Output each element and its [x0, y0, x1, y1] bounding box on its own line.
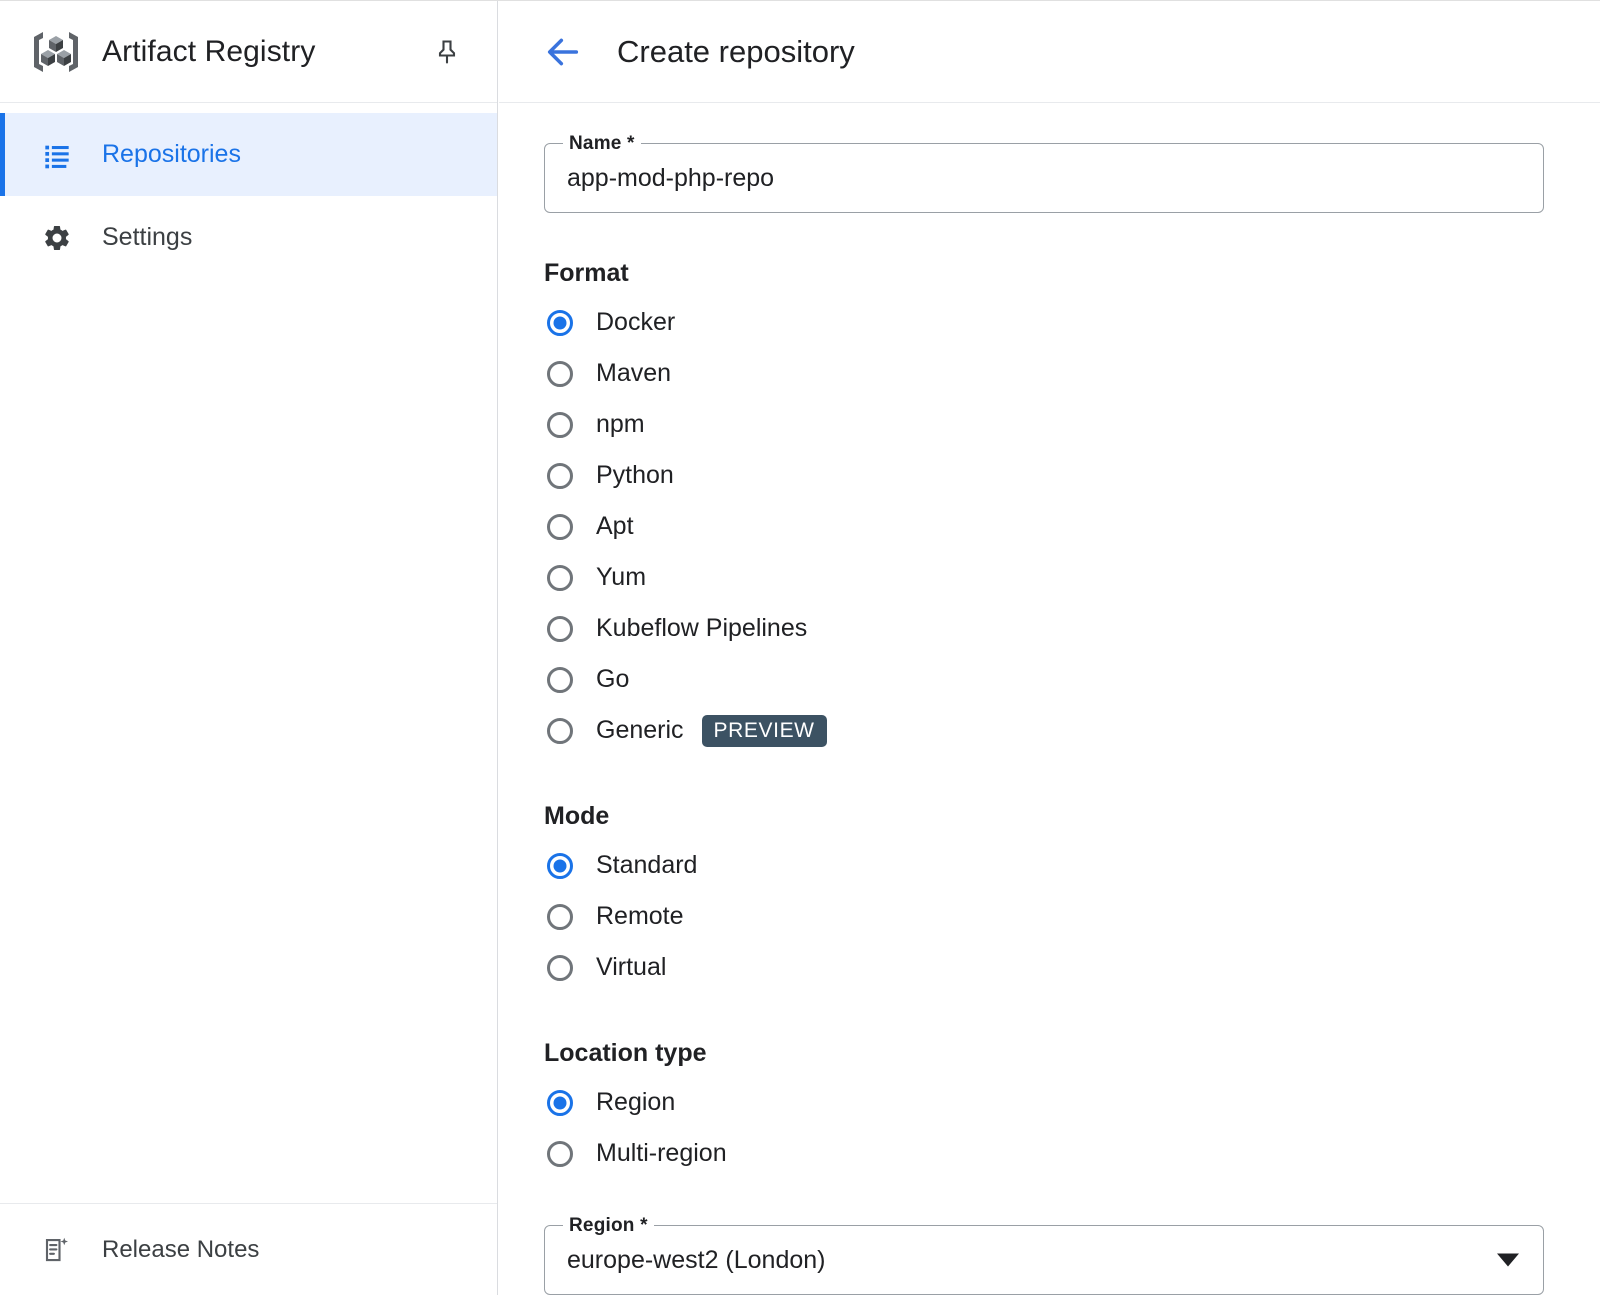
format-section-title: Format: [544, 259, 629, 287]
main-header: Create repository: [499, 1, 1600, 103]
radio-format-kubeflow-pipelines[interactable]: Kubeflow Pipelines: [544, 603, 1544, 654]
mode-section: Mode Standard Remote Virtual: [544, 802, 1544, 993]
radio-format-yum[interactable]: Yum: [544, 552, 1544, 603]
radio-label: Kubeflow Pipelines: [596, 614, 808, 642]
radio-format-docker[interactable]: Docker: [544, 297, 1544, 348]
radio-format-generic[interactable]: Generic PREVIEW: [544, 705, 1544, 756]
radio-location-multi-region[interactable]: Multi-region: [544, 1128, 1544, 1179]
radio-label: Maven: [596, 359, 672, 387]
radio-mark-icon: [547, 462, 573, 489]
radio-mode-standard[interactable]: Standard: [544, 840, 1544, 891]
radio-label: Virtual: [596, 953, 667, 981]
product-title: Artifact Registry: [102, 34, 316, 68]
region-select[interactable]: Region * europe-west2 (London): [544, 1215, 1544, 1295]
page-title: Create repository: [617, 33, 855, 69]
radio-mode-virtual[interactable]: Virtual: [544, 942, 1544, 993]
radio-mark-icon: [547, 1140, 573, 1167]
preview-badge: PREVIEW: [701, 714, 827, 747]
release-notes-button[interactable]: Release Notes: [0, 1203, 497, 1295]
radio-format-python[interactable]: Python: [544, 450, 1544, 501]
radio-mark-icon: [547, 615, 573, 642]
radio-label: Yum: [596, 563, 647, 591]
sidebar-item-label: Repositories: [102, 140, 241, 168]
name-input[interactable]: [567, 163, 1521, 193]
radio-mark-icon: [547, 717, 573, 744]
gear-icon: [40, 221, 74, 255]
release-notes-label: Release Notes: [102, 1236, 260, 1263]
radio-label: Go: [596, 665, 630, 693]
radio-label: Region: [596, 1088, 676, 1116]
radio-format-go[interactable]: Go: [544, 654, 1544, 705]
radio-mark-icon: [547, 513, 573, 540]
region-selected-value: europe-west2 (London): [567, 1245, 826, 1274]
radio-label: npm: [596, 410, 645, 438]
radio-mark-icon: [547, 903, 573, 930]
sidebar: Artifact Registry: [0, 1, 498, 1295]
radio-mark-icon: [547, 411, 573, 438]
radio-location-region[interactable]: Region: [544, 1077, 1544, 1128]
release-notes-icon: [40, 1233, 74, 1267]
radio-label: Remote: [596, 902, 684, 930]
sidebar-item-repositories[interactable]: Repositories: [0, 113, 497, 196]
arrow-back-icon[interactable]: [539, 28, 587, 76]
list-icon: [40, 138, 74, 172]
chevron-down-icon[interactable]: [1497, 1253, 1519, 1267]
radio-label: Docker: [596, 308, 676, 336]
region-field-wrapper: Region * europe-west2 (London): [544, 1215, 1544, 1295]
radio-mark-icon: [547, 309, 573, 336]
radio-label: Multi-region: [596, 1139, 727, 1167]
radio-mark-icon: [547, 564, 573, 591]
location-type-section-title: Location type: [544, 1039, 707, 1067]
sidebar-nav: Repositories Settings: [0, 103, 497, 279]
radio-label: Generic: [596, 716, 684, 744]
name-field-label: Name *: [563, 133, 641, 155]
radio-mark-icon: [547, 1089, 573, 1116]
mode-section-title: Mode: [544, 802, 610, 830]
radio-format-npm[interactable]: npm: [544, 399, 1544, 450]
radio-format-maven[interactable]: Maven: [544, 348, 1544, 399]
radio-mark-icon: [547, 666, 573, 693]
main-content: Create repository Name * Format Docker M…: [499, 1, 1600, 1295]
radio-label: Standard: [596, 851, 698, 879]
sidebar-item-settings[interactable]: Settings: [0, 196, 497, 279]
radio-mark-icon: [547, 954, 573, 981]
format-section: Format Docker Maven npm Python: [544, 259, 1544, 756]
pin-icon[interactable]: [425, 30, 469, 74]
region-field-label: Region *: [563, 1215, 654, 1237]
sidebar-header: Artifact Registry: [0, 1, 497, 103]
radio-mark-icon: [547, 360, 573, 387]
radio-label: Apt: [596, 512, 634, 540]
radio-format-apt[interactable]: Apt: [544, 501, 1544, 552]
radio-mark-icon: [547, 852, 573, 879]
radio-label: Python: [596, 461, 674, 489]
location-type-section: Location type Region Multi-region: [544, 1039, 1544, 1179]
sidebar-item-label: Settings: [102, 223, 193, 251]
create-repository-form: Name * Format Docker Maven npm: [499, 103, 1600, 1295]
artifact-registry-cubes-icon: [28, 24, 84, 80]
radio-mode-remote[interactable]: Remote: [544, 891, 1544, 942]
name-field[interactable]: Name *: [544, 133, 1544, 213]
